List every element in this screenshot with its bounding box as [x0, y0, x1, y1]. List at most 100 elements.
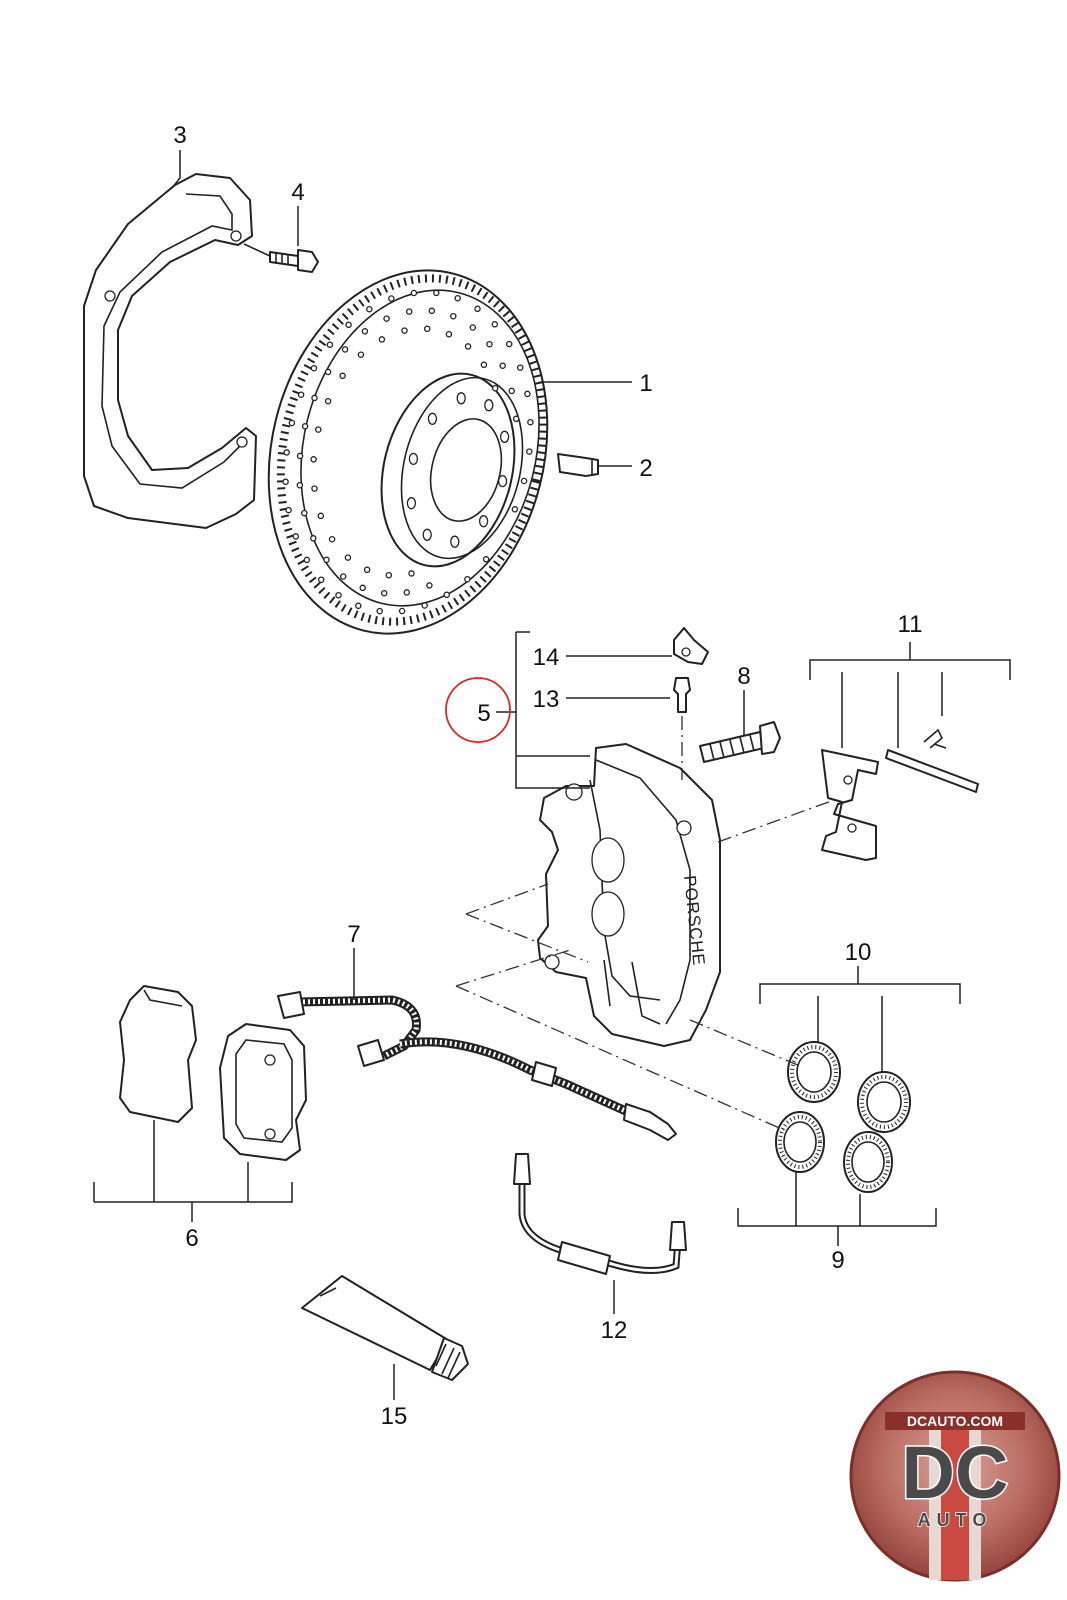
hub-bolt-hole: [497, 474, 508, 488]
disc-drill-hole: [357, 351, 365, 358]
disc-drill-hole: [335, 591, 342, 599]
disc-drill-hole: [301, 423, 309, 430]
callout-6: 6: [185, 1225, 198, 1252]
part-7-wear-sensor: [277, 991, 677, 1141]
disc-drill-hole: [296, 452, 304, 460]
disc-drill-hole: [344, 554, 352, 561]
disc-drill-hole: [324, 368, 332, 376]
disc-drill-hole: [288, 419, 296, 427]
disc-drill-hole: [524, 390, 531, 398]
part-6-brake-pads: [119, 985, 307, 1161]
disc-drill-hole: [310, 456, 317, 463]
hub-bolt-hole: [406, 497, 417, 510]
disc-drill-hole: [421, 602, 428, 609]
disc-drill-hole: [428, 307, 436, 315]
disc-drill-hole: [383, 315, 390, 322]
disc-drill-hole: [363, 566, 371, 574]
callout-8: 8: [737, 663, 750, 690]
callout-5: 5: [477, 700, 490, 727]
disc-drill-hole: [405, 308, 413, 315]
hub-bolt-hole: [450, 535, 460, 548]
disc-drill-hole: [296, 481, 304, 489]
hub-bolt-hole: [478, 515, 489, 528]
disc-drill-hole: [464, 343, 472, 350]
disc-drill-hole: [310, 535, 317, 542]
disc-drill-hole: [339, 372, 346, 380]
disc-drill-hole: [508, 387, 515, 395]
part-13-bleed-screw: [673, 677, 691, 780]
disc-drill-hole: [310, 364, 318, 372]
part-4-bolt: [243, 243, 319, 273]
hub-bolt-hole: [499, 430, 510, 443]
logo-main-text: DC: [902, 1431, 1009, 1514]
disc-drill-hole: [450, 312, 457, 320]
disc-drill-hole: [366, 305, 373, 313]
disc-drill-hole: [355, 602, 362, 610]
part-5-brake-caliper: PORSCHE: [537, 743, 721, 1047]
disc-drill-hole: [410, 289, 418, 297]
hub-bolt-hole: [427, 412, 438, 425]
disc-drill-hole: [469, 324, 477, 331]
part-10-piston-seals: [787, 1041, 911, 1133]
part-8-bolt: [699, 721, 781, 763]
disc-drill-hole: [285, 506, 292, 514]
disc-drill-hole: [512, 415, 520, 423]
disc-drill-hole: [520, 477, 528, 485]
disc-drill-hole: [315, 426, 322, 433]
callout-1: 1: [639, 370, 652, 397]
disc-drill-hole: [527, 418, 534, 426]
assembly-lines: [455, 799, 835, 1131]
disc-drill-hole: [380, 589, 388, 597]
disc-drill-hole: [339, 573, 347, 580]
disc-drill-hole: [505, 340, 513, 348]
disc-drill-hole: [403, 589, 411, 596]
disc-drill-hole: [323, 556, 330, 564]
disc-drill-hole: [317, 512, 325, 520]
part-9-dust-boots: [775, 1111, 893, 1193]
disc-drill-hole: [499, 362, 506, 369]
callout-3: 3: [173, 122, 186, 149]
part-12-brake-line: [513, 1153, 687, 1275]
disc-drill-hole: [292, 533, 300, 540]
part-1-brake-disc: [267, 269, 549, 635]
part-11-pad-hardware: [821, 728, 979, 861]
callout-15: 15: [381, 1403, 408, 1430]
disc-drill-hole: [445, 330, 453, 338]
callout-7: 7: [347, 921, 360, 948]
disc-drill-hole: [388, 295, 395, 302]
callout-12: 12: [601, 1317, 628, 1344]
leader-lines: [93, 150, 1011, 1400]
disc-drill-hole: [378, 336, 386, 343]
disc-drill-hole: [311, 485, 318, 492]
logo-top-text: DCAUTO.COM: [907, 1413, 1003, 1429]
part-2-screw: [557, 453, 599, 477]
disc-drill-hole: [408, 570, 415, 577]
disc-drill-hole: [511, 506, 519, 513]
disc-drill-hole: [443, 591, 450, 599]
hub-bolt-hole: [456, 392, 466, 405]
dcauto-logo: DCAUTO.COM DC AUTO: [849, 1370, 1061, 1582]
disc-drill-hole: [282, 478, 289, 486]
disc-drill-hole: [301, 509, 308, 517]
disc-drill-hole: [328, 535, 336, 543]
hub-bolt-hole: [484, 399, 494, 412]
disc-drill-hole: [491, 321, 499, 328]
disc-drill-hole: [324, 397, 332, 405]
disc-drill-hole: [385, 571, 393, 579]
disc-drill-hole: [345, 321, 352, 329]
callout-11: 11: [898, 611, 923, 638]
callout-14: 14: [533, 644, 560, 671]
disc-drill-hole: [433, 289, 440, 297]
disc-drill-hole: [326, 341, 334, 348]
disc-drill-hole: [454, 294, 461, 302]
disc-drill-hole: [376, 607, 383, 615]
part-14-bleed-cap: [673, 627, 709, 665]
disc-drill-hole: [516, 364, 524, 371]
callout-labels: 3 4 1 2 14 13 5 8 11 7 10 6 9 12 15: [173, 122, 922, 1430]
callout-2: 2: [639, 455, 652, 482]
callout-4: 4: [291, 179, 304, 206]
part-15-grease-tube: [301, 1275, 469, 1381]
disc-drill-hole: [482, 556, 490, 563]
disc-drill-hole: [491, 384, 499, 392]
